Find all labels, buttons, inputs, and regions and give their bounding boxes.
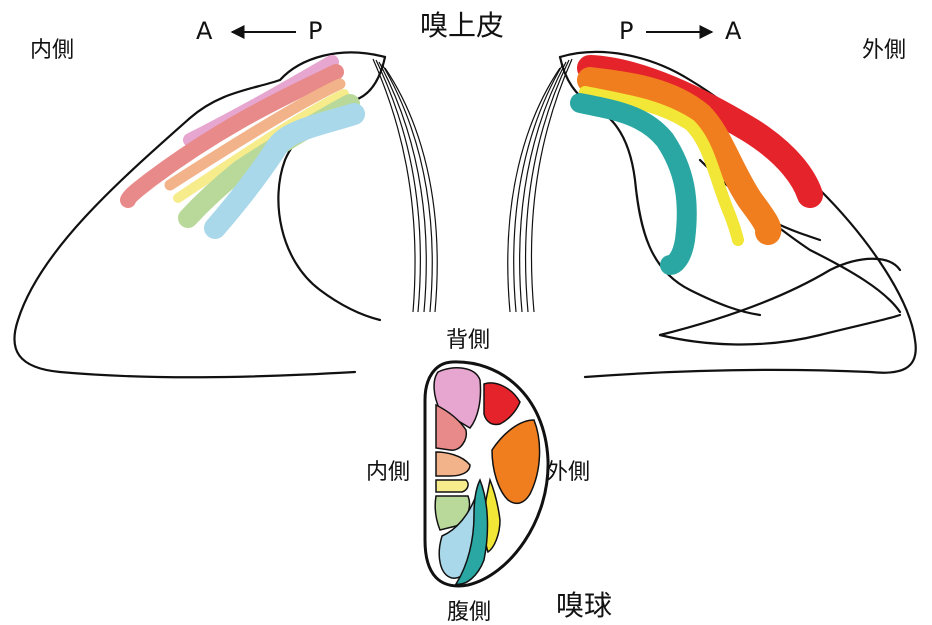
olfactory-epithelium-title: 嗅上皮 (420, 12, 504, 40)
dorsal-label: 背側 (446, 330, 490, 352)
ventral-label: 腹側 (447, 602, 491, 624)
olfactory-bulb-title: 嗅球 (556, 592, 612, 620)
bulb-medial-label: 内側 (366, 462, 410, 484)
right-axis-anterior: A (725, 19, 741, 43)
medial-label: 内側 (30, 40, 74, 62)
bulb-glomerulus-paleyellow (436, 480, 468, 492)
bulb-lateral-label: 外側 (546, 462, 590, 484)
left-axon-bundle (373, 59, 437, 312)
right-axon-bundle (508, 59, 572, 312)
right-axis-posterior: P (619, 19, 633, 43)
right-band-teal (580, 103, 687, 265)
lateral-label: 外側 (862, 40, 906, 62)
right-epithelium-bands (580, 68, 810, 265)
olfactory-bulb (425, 362, 548, 586)
left-axis-anterior: A (196, 19, 212, 43)
left-epithelium-bands (128, 62, 354, 228)
left-axis-posterior: P (308, 19, 322, 43)
